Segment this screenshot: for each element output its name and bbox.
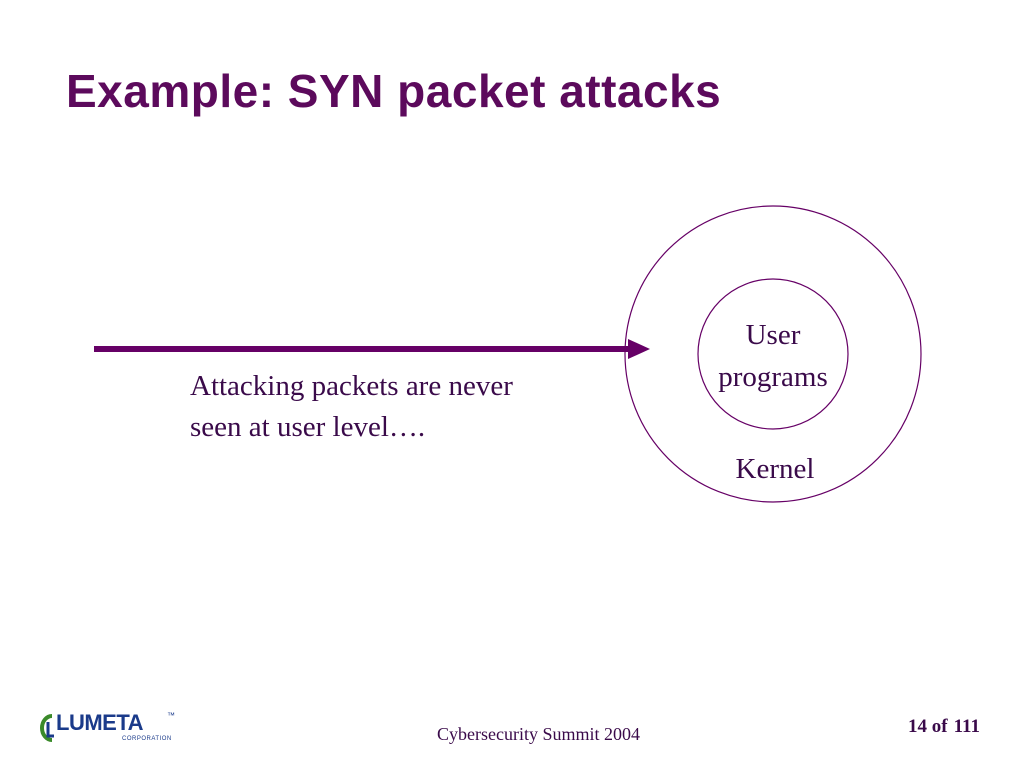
lumeta-logo: LUMETA ™ CORPORATION (34, 708, 180, 750)
user-programs-circle (697, 278, 849, 430)
body-text: Attacking packets are never seen at user… (190, 366, 610, 448)
kernel-label: Kernel (736, 453, 815, 485)
logo-subtitle: CORPORATION (122, 736, 172, 742)
footer-event: Cybersecurity Summit 2004 (437, 724, 640, 744)
page-current: 14 of (908, 716, 948, 737)
page-total: 111 (953, 716, 980, 737)
logo-text: LUMETA (56, 710, 144, 735)
body-line-2: seen at user level…. (190, 411, 426, 443)
lumeta-logo-icon (40, 714, 54, 742)
attack-arrow-head (628, 339, 650, 359)
inner-label-line-1: User (746, 319, 801, 351)
kernel-circle (624, 205, 922, 503)
slide-title: Example: SYN packet attacks (66, 65, 722, 117)
body-line-1: Attacking packets are never (190, 370, 513, 402)
logo-trademark: ™ (167, 711, 175, 720)
inner-label-line-2: programs (718, 361, 828, 393)
